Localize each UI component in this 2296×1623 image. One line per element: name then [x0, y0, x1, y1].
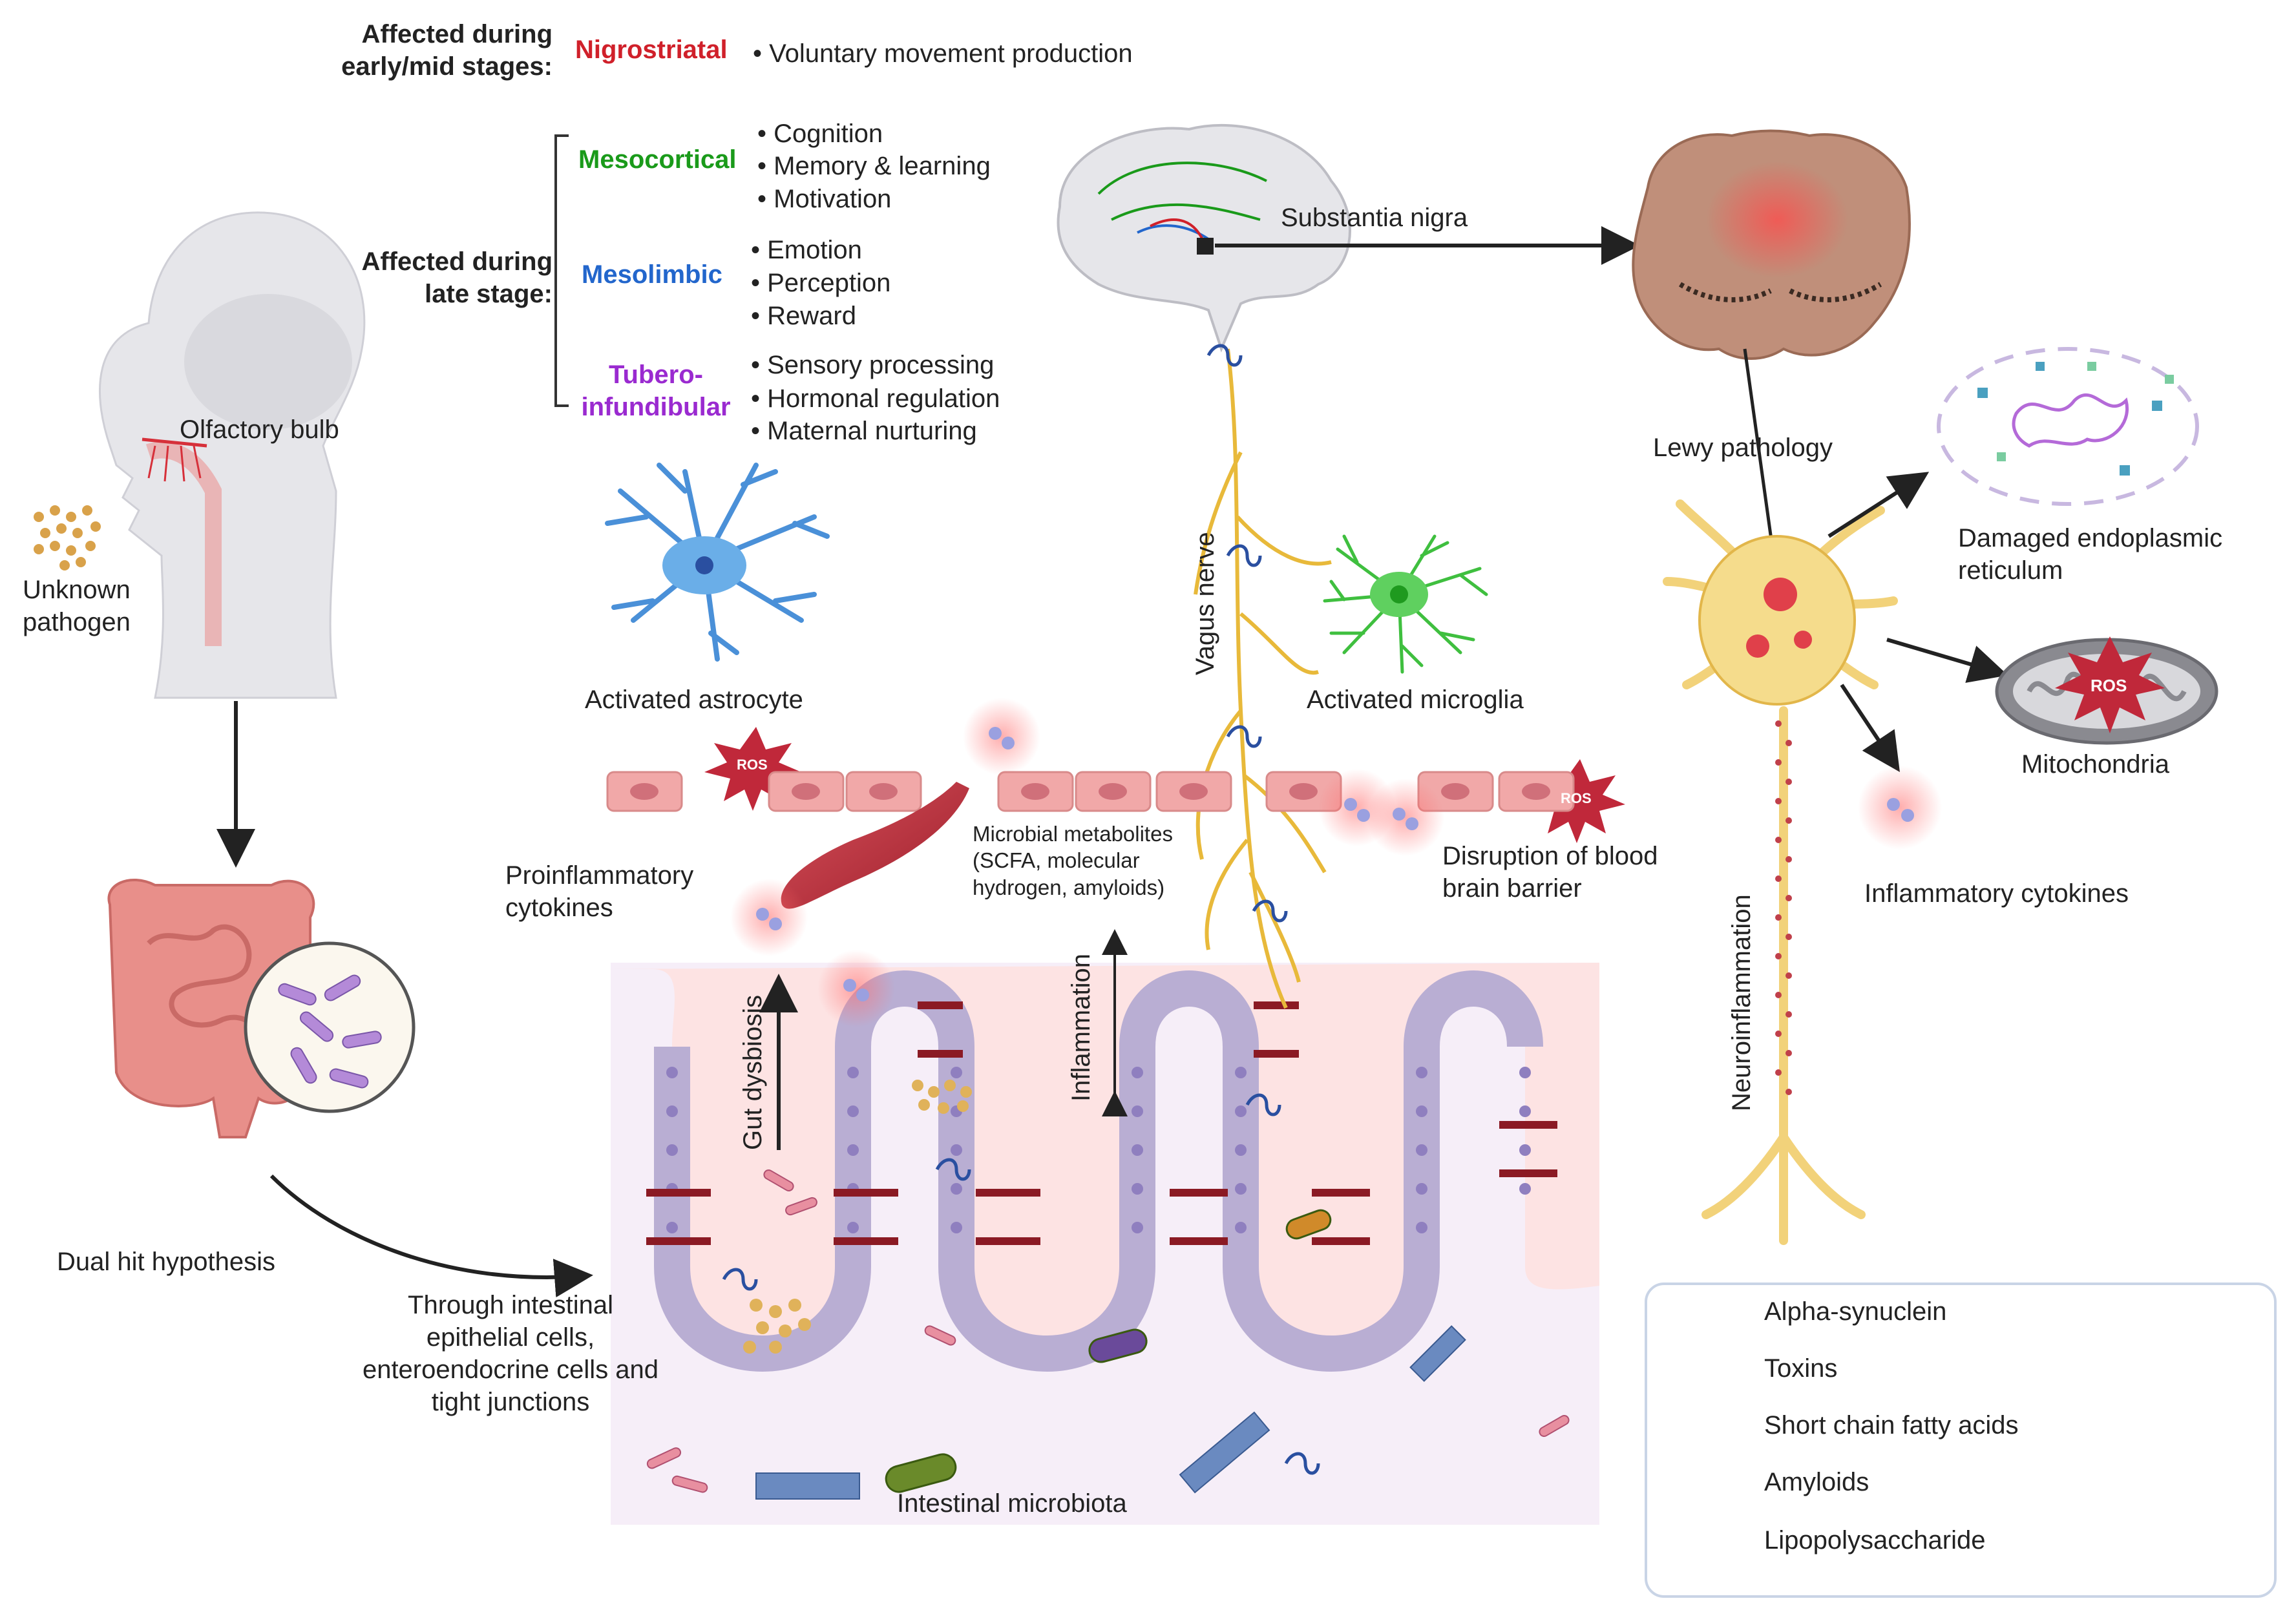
ros-star-mito [2055, 636, 2165, 733]
gut-lps [743, 1080, 972, 1354]
intestines [107, 879, 416, 1138]
pathway-mesolimbic: Mesolimbic [582, 260, 722, 289]
substantia-nigra-label: Substantia nigra [1281, 204, 1468, 232]
function-item: Sensory processing [751, 349, 994, 381]
vagus-nerve-label: Vagus nerve [1191, 532, 1219, 675]
alpha-synuclein-marks [722, 344, 1320, 1475]
mitochondria-arrow [1886, 638, 2008, 683]
function-item: Reward [751, 300, 856, 332]
dual-hit-label: Dual hit hypothesis [57, 1248, 275, 1276]
legend-item-alpha-synuclein: Alpha-synuclein [1764, 1297, 1947, 1326]
ros-label: ROS [1561, 790, 1592, 806]
brain [1057, 124, 1351, 353]
lewy-pathology-label: Lewy pathology [1653, 434, 1833, 462]
gut-wall [611, 963, 1599, 1354]
late-stage-heading: Affected during late stage: [361, 247, 553, 308]
tight-junctions [646, 1001, 1557, 1245]
legend-item-scfa: Short chain fatty acids [1764, 1411, 2019, 1440]
late-stage-bracket [554, 134, 569, 407]
dual-hit-arrow [269, 1174, 593, 1298]
inflammation-label: Inflammation [1067, 954, 1095, 1102]
function-item: Hormonal regulation [751, 382, 1000, 415]
head-figure [99, 211, 366, 699]
activated-astrocyte-label: Activated astrocyte [585, 686, 803, 714]
ros-label: ROS [737, 757, 768, 773]
pathway-tuberoinfundibular: Tubero- infundibular [581, 361, 731, 421]
gut-scfa [885, 1209, 1332, 1493]
microbial-metabolites-label: Microbial metabolites (SCFA, molecular h… [973, 822, 1173, 899]
olfactory-bulb-label: Olfactory bulb [180, 415, 339, 444]
unknown-pathogen-label: Unknown pathogen [23, 576, 131, 636]
function-item: Perception [751, 267, 890, 299]
bbb-nuclei [630, 783, 1550, 800]
neuron [1663, 499, 1898, 1245]
proinflammatory-cytokines-label: Proinflammatory cytokines [505, 861, 694, 922]
astrocyte [605, 463, 830, 662]
pathway-mesocortical: Mesocortical [578, 145, 737, 174]
function-item: Emotion [751, 234, 862, 266]
pathogen-dots [34, 505, 101, 571]
cytokine-glows [730, 698, 1942, 1027]
cytokine-particles [756, 727, 1914, 1001]
through-cells-label: Through intestinal epithelial cells, ent… [362, 1291, 659, 1416]
legend-item-amyloids: Amyloids [1764, 1468, 1869, 1496]
gut-bacteria [646, 1169, 1570, 1493]
er-arrow [1827, 472, 1930, 538]
legend-item-lipopolysaccharide: Lipopolysaccharide [1764, 1526, 1986, 1555]
function-item: Motivation [757, 183, 891, 215]
ros-label: ROS [2091, 676, 2127, 695]
neuroinflammation-label: Neuroinflammation [1727, 894, 1756, 1111]
mitochondria-label: Mitochondria [2021, 750, 2170, 779]
blood-vessel [781, 782, 969, 909]
legend-item-toxins: Toxins [1764, 1354, 1838, 1383]
early-stage-heading: Affected during early/mid stages: [341, 20, 553, 81]
gut-nuclei [666, 1067, 1531, 1233]
bbb-disruption-label: Disruption of blood brain barrier [1442, 842, 1658, 903]
gut-amyloids [755, 1325, 1466, 1500]
function-item: Memory & learning [757, 150, 991, 182]
microglia [1323, 534, 1488, 674]
damaged-er [1937, 347, 2199, 506]
legend [1645, 1283, 2277, 1598]
activated-microglia-label: Activated microglia [1307, 686, 1524, 714]
inflammatory-cytokines-label: Inflammatory cytokines [1864, 879, 2129, 908]
function-item: Voluntary movement production [753, 37, 1133, 70]
intestinal-microbiota-label: Intestinal microbiota [897, 1489, 1127, 1518]
midbrain-section [1632, 129, 1911, 360]
gut-dysbiosis-label: Gut dysbiosis [739, 994, 767, 1150]
function-item: Cognition [757, 118, 883, 150]
vagus-nerve [1194, 348, 1332, 1009]
cytokines-arrow [1840, 684, 1900, 772]
gut-wall-outline [654, 970, 1543, 1372]
function-item: Maternal nurturing [751, 415, 977, 447]
damaged-er-label: Damaged endoplasmic reticulum [1958, 524, 2223, 585]
pathway-nigrostriatal: Nigrostriatal [575, 36, 728, 64]
